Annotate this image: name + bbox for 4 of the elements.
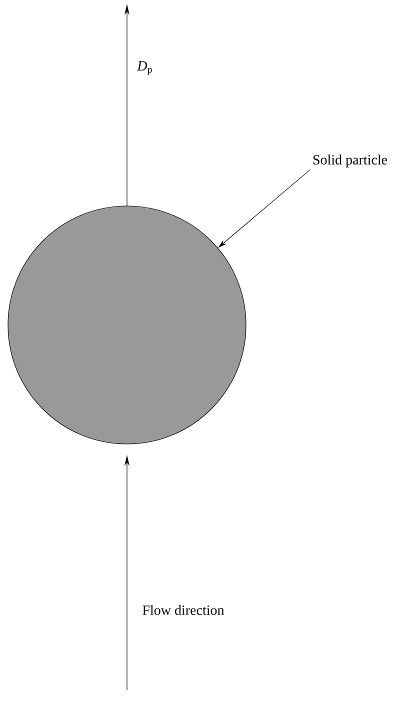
callout-label: Solid particle <box>313 154 388 168</box>
particle-circle <box>8 206 246 444</box>
force-label: D$_{p}$ <box>137 61 152 75</box>
flow-label: Flow direction <box>142 605 224 615</box>
